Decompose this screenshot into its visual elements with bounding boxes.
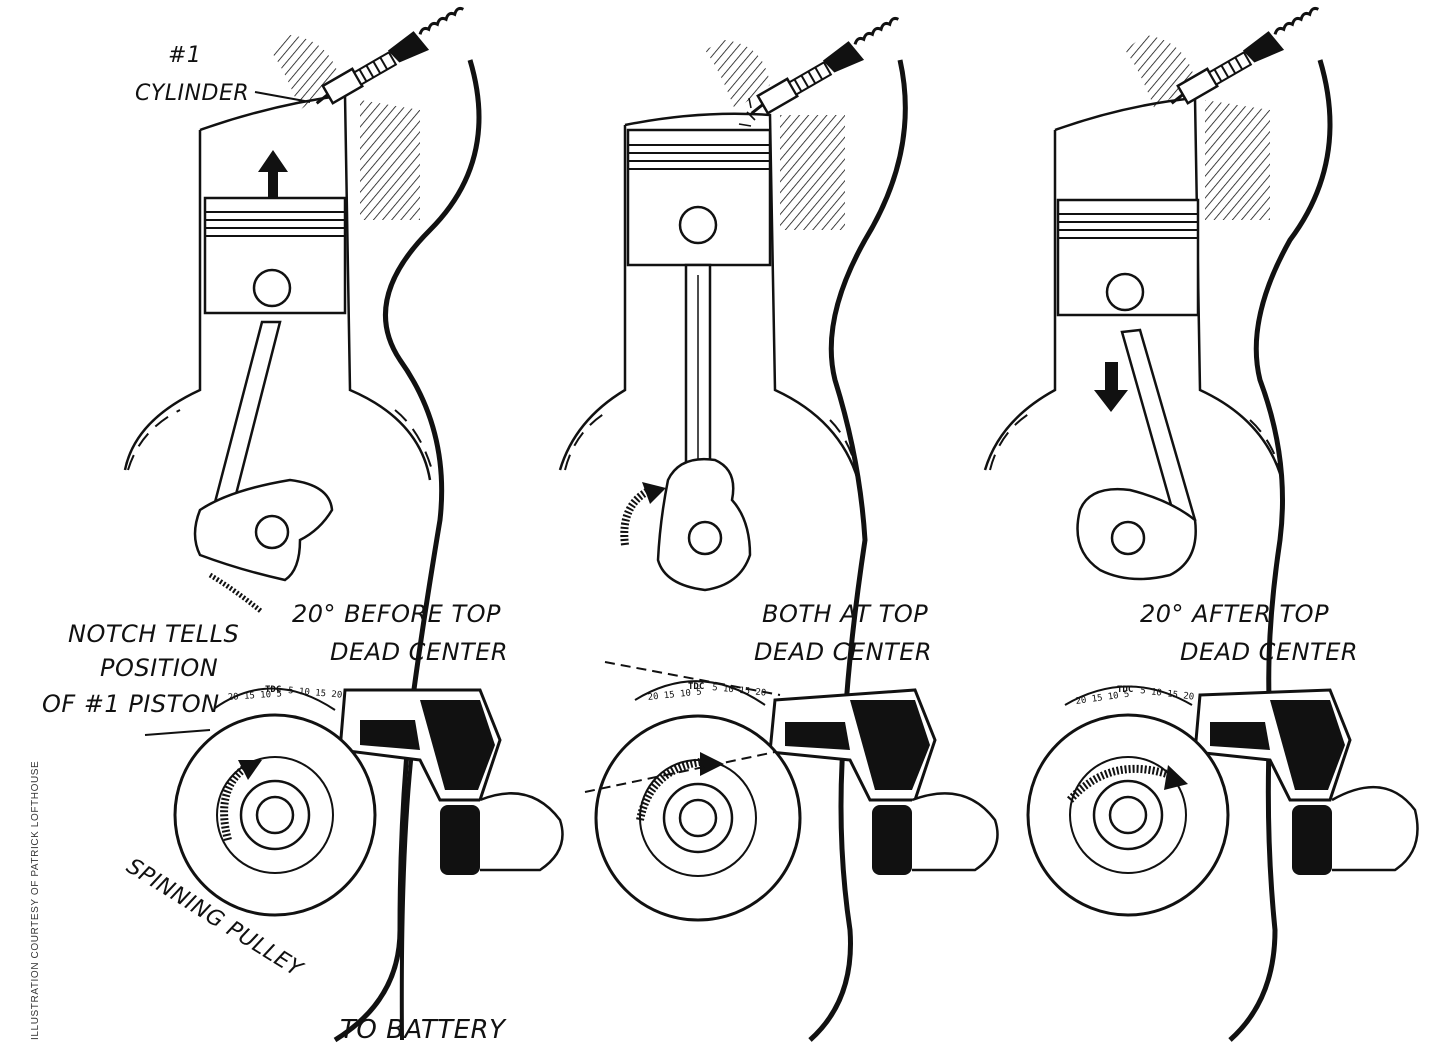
crank-pulley: [596, 716, 800, 920]
spark-plug-icon: [1165, 4, 1328, 112]
spark-plug-icon: [310, 4, 473, 112]
illustration-credit: ILLUSTRATION COURTESY OF PATRICK LOFTHOU…: [30, 761, 41, 1040]
crank-pin: [1112, 522, 1144, 554]
cylinder-head-hatch: [1205, 100, 1270, 220]
notch-label-line1: NOTCH TELLS: [68, 620, 239, 648]
battery-label: TO BATTERY: [340, 1015, 507, 1045]
notch-pointer: [145, 730, 210, 735]
caption-before-line1: 20° BEFORE TOP: [292, 600, 501, 628]
hand: [1332, 787, 1418, 870]
crank-pulley: [175, 715, 375, 915]
up-arrow-icon: [258, 150, 288, 198]
timing-light: [1195, 690, 1418, 875]
spark-plug-icon: [745, 14, 908, 122]
scale-tdc: TDC: [265, 685, 281, 695]
cylinder-head-hatch: [780, 115, 845, 230]
scale-tdc: TDC: [1117, 685, 1133, 695]
crank-pin: [689, 522, 721, 554]
crank-pin: [256, 516, 288, 548]
timing-light: [340, 690, 563, 875]
panel-before-tdc: 20 15 10 5 TDC 5 10 15 20: [125, 4, 563, 1040]
wrist-pin: [680, 207, 716, 243]
rotation-arrow-icon: [210, 575, 262, 612]
hand: [480, 793, 563, 870]
piston: [628, 130, 770, 265]
notch-label-line2: POSITION: [100, 654, 218, 682]
down-arrow-icon: [1094, 362, 1128, 412]
cylinder-number-label: #1: [168, 43, 201, 68]
caption-at-line1: BOTH AT TOP: [762, 600, 928, 628]
wrist-pin: [254, 270, 290, 306]
timing-light: [770, 690, 998, 875]
light-handle: [1292, 805, 1332, 875]
wrist-pin: [1107, 274, 1143, 310]
cylinder-head-hatch: [360, 100, 420, 220]
caption-before-line2: DEAD CENTER: [330, 638, 508, 666]
rotation-arrow-icon: [624, 490, 650, 545]
notch-label-line3: OF #1 PISTON: [42, 690, 220, 718]
caption-at-line2: DEAD CENTER: [754, 638, 932, 666]
panel-after-tdc: 20 15 10 5 TDC 5 10 15 20: [985, 4, 1418, 1040]
cylinder-label: CYLINDER: [135, 81, 249, 106]
panel-at-tdc: 20 15 10 5 TDC 5 10 15 20: [560, 14, 998, 1040]
light-handle: [440, 805, 480, 875]
caption-after-line1: 20° AFTER TOP: [1140, 600, 1329, 628]
connecting-rod: [214, 322, 280, 510]
scale-tdc: TDC: [688, 682, 704, 692]
light-handle: [872, 805, 912, 875]
caption-after-line2: DEAD CENTER: [1180, 638, 1358, 666]
crank-pulley: [1028, 715, 1228, 915]
hand: [912, 793, 998, 870]
